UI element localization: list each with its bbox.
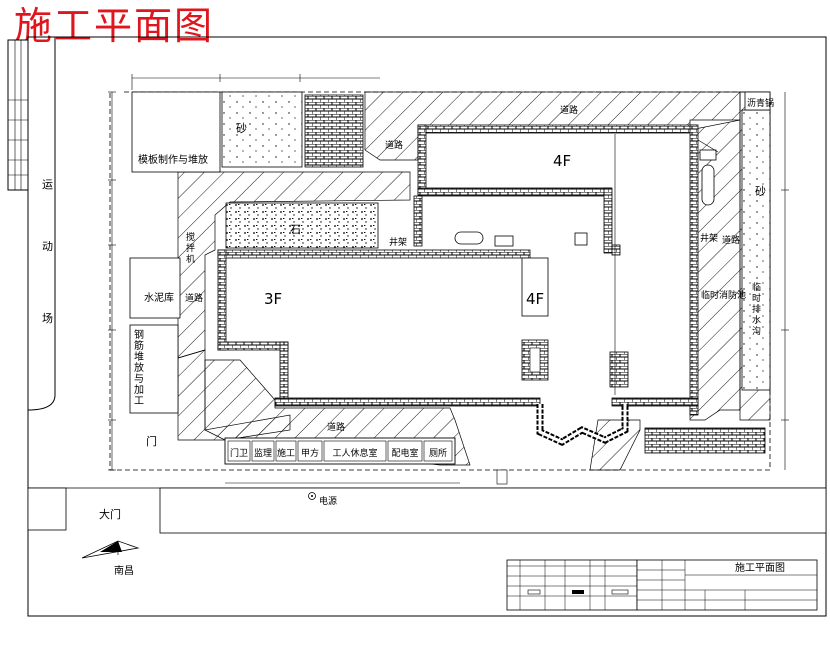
temp-water-label-char: 时	[752, 292, 761, 304]
dimension-lines	[108, 74, 789, 484]
stone-label: 石	[290, 223, 301, 236]
office-room	[297, 440, 323, 462]
stone-yard	[225, 202, 379, 249]
temp-water-label-char: 排	[752, 303, 761, 315]
sand-right-label: 砂	[755, 185, 766, 198]
office-room	[227, 440, 251, 462]
cement-label: 水泥库	[144, 291, 174, 304]
office-room	[251, 440, 275, 462]
sports-field-label-3: 场	[42, 311, 53, 325]
power-label: 电源	[319, 495, 337, 507]
rebar-label-char: 与	[134, 373, 144, 385]
title-block-name: 施工平面图	[735, 561, 785, 574]
building-top-right	[413, 124, 699, 416]
fire-pool-label: 临时消防池	[701, 289, 746, 301]
building-main	[217, 134, 699, 446]
rebar-label-char: 筋	[134, 339, 144, 352]
building-2-floors: 3F	[264, 290, 282, 308]
sand-yard-right	[741, 109, 771, 391]
gate-label: 门	[146, 434, 157, 448]
bottom-road-strip	[159, 487, 827, 534]
building-3-floors: 4F	[526, 290, 544, 308]
office-room-label: 施工	[277, 447, 295, 459]
page-title: 施工平面图	[14, 4, 215, 48]
office-room-label: 工人休息室	[332, 447, 377, 459]
sand-yard-top	[221, 91, 303, 168]
office-room	[387, 440, 423, 462]
mixer-label-char: 机	[186, 253, 195, 265]
temp-water-label-char: 临	[752, 281, 761, 293]
asphalt-box	[744, 91, 771, 111]
mixer-label: 搅拌机	[186, 231, 195, 265]
mixer-label-char: 搅	[186, 231, 195, 243]
road-right-bottom	[589, 419, 641, 471]
brick-stack	[304, 94, 364, 168]
hoist-left-label: 井架	[389, 236, 407, 248]
title-block	[636, 559, 818, 611]
office-room	[275, 440, 297, 462]
asphalt-label: 沥青锅	[747, 97, 774, 109]
brick-stack-right	[644, 427, 766, 454]
mixer-label-char: 拌	[186, 242, 195, 254]
road-top-label: 道路	[560, 104, 578, 116]
compass-label: 南昌	[114, 564, 134, 577]
office-rooms: 门卫监理施工甲方 工人休息室 配电室厕所	[227, 440, 453, 462]
road-left-label: 道路	[185, 292, 203, 304]
north-arrow-icon	[81, 540, 140, 559]
formwork-label: 模板制作与堆放	[138, 153, 208, 166]
formwork-yard	[131, 91, 221, 173]
fire-tank	[701, 164, 715, 206]
office-room-label: 监理	[254, 447, 272, 459]
road-right-label: 道路	[722, 234, 740, 246]
legend-table	[506, 559, 638, 611]
mixer-tank	[454, 231, 484, 245]
temp-water-label-char: 沟	[752, 325, 761, 337]
sports-field-outline	[27, 36, 56, 411]
rebar-label-char: 堆	[134, 351, 144, 363]
road-mid-label: 道路	[385, 139, 403, 151]
temp-water-label-char: 水	[752, 314, 761, 326]
hoist-right-label: 井架	[700, 232, 718, 244]
sand-top-label: 砂	[236, 122, 247, 135]
rebar-label-char: 工	[134, 396, 144, 407]
office-room-label: 甲方	[301, 447, 319, 459]
rebar-label-char: 放	[134, 361, 144, 374]
main-gate-label: 大门	[99, 507, 121, 521]
road-bottom-label: 道路	[327, 421, 345, 433]
rebar-label-char: 钢	[134, 328, 144, 341]
mixer-equipment	[494, 235, 514, 247]
side-stamp-table	[7, 39, 29, 191]
office-room-label: 厕所	[429, 448, 447, 459]
gatehouse-left	[27, 487, 67, 531]
office-room	[323, 440, 387, 462]
rebar-yard	[129, 324, 179, 414]
office-room	[423, 440, 453, 462]
sports-field-label-2: 动	[42, 240, 53, 253]
rebar-label-char: 加	[134, 384, 144, 396]
building-1-floors: 4F	[553, 152, 571, 170]
cement-shed	[129, 257, 181, 319]
office-room-label: 配电室	[391, 447, 418, 459]
drawing-border	[27, 36, 827, 617]
office-room-label: 门卫	[230, 447, 248, 459]
road-left-band	[177, 171, 411, 359]
sports-field-label-1: 运	[42, 178, 53, 191]
